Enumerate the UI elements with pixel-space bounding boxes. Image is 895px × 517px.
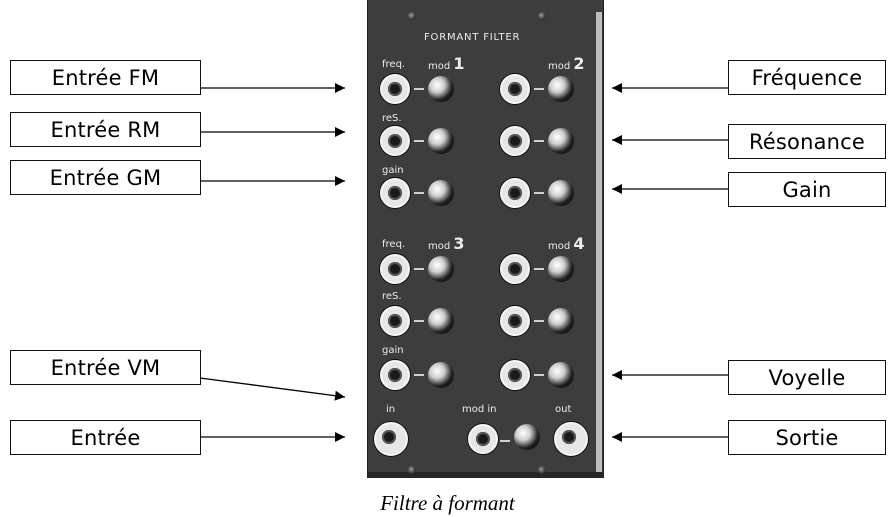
figure-caption: Filtre à formant [380,491,515,515]
label-voyelle: Voyelle [728,360,886,395]
mod-2-number: 2 [573,54,585,73]
label-sortie: Sortie [728,420,886,455]
freq-mod-2-jack[interactable] [500,74,530,104]
knob-tick [500,440,510,442]
module-bottom-edge [367,472,604,478]
mod-in-jack[interactable] [468,424,498,454]
gain-mod-3-knob[interactable] [428,362,454,388]
label-entree: Entrée [10,420,201,455]
freq-mod-4-jack[interactable] [500,254,530,284]
audio-out-jack[interactable] [554,422,588,456]
res-label: reS. [382,291,402,302]
mod-1-label: mod 1 [428,54,465,73]
label-entree-fm: Entrée FM [10,60,201,95]
mod-4-number: 4 [573,234,585,253]
gain-mod-2-jack[interactable] [500,178,530,208]
knob-tick [414,374,424,376]
label-resonance: Résonance [728,124,886,159]
freq-mod-1-jack[interactable] [380,74,410,104]
freq-mod-2-knob[interactable] [548,76,574,102]
audio-in-jack[interactable] [374,422,408,456]
knob-tick [414,320,424,322]
gain-label: gain [382,345,404,356]
mod-in-knob[interactable] [514,424,540,450]
knob-tick [414,192,424,194]
res-mod-3-jack[interactable] [380,306,410,336]
screw-icon [538,12,546,20]
freq-label: freq. [382,239,406,250]
out-label: out [555,404,572,415]
mod-4-label: mod 4 [548,234,585,253]
screw-icon [408,12,416,20]
gain-mod-1-jack[interactable] [380,178,410,208]
label-entree-gm: Entrée GM [10,160,201,195]
res-mod-1-knob[interactable] [428,128,454,154]
label-entree-rm: Entrée RM [10,112,201,147]
res-mod-4-jack[interactable] [500,306,530,336]
res-mod-2-knob[interactable] [548,128,574,154]
screw-icon [408,466,416,474]
gain-mod-1-knob[interactable] [428,180,454,206]
mod-in-label: mod in [462,404,497,415]
knob-tick [534,140,544,142]
gain-label: gain [382,165,404,176]
res-mod-4-knob[interactable] [548,308,574,334]
gain-mod-3-jack[interactable] [380,360,410,390]
gain-mod-4-knob[interactable] [548,362,574,388]
gain-mod-4-jack[interactable] [500,360,530,390]
gain-mod-2-knob[interactable] [548,180,574,206]
knob-tick [534,268,544,270]
knob-tick [534,192,544,194]
mod-3-number: 3 [453,234,465,253]
res-label: reS. [382,113,402,124]
knob-tick [534,88,544,90]
module-title: FORMANT FILTER [424,32,521,43]
screw-icon [538,466,546,474]
knob-tick [414,268,424,270]
label-frequence: Fréquence [728,60,886,95]
res-mod-2-jack[interactable] [500,126,530,156]
freq-mod-3-jack[interactable] [380,254,410,284]
freq-mod-1-knob[interactable] [428,76,454,102]
in-label: in [386,404,396,415]
knob-tick [534,374,544,376]
arrow-entree-vm [199,377,346,401]
mod-3-label: mod 3 [428,234,465,253]
freq-label: freq. [382,59,406,70]
knob-tick [414,140,424,142]
res-mod-3-knob[interactable] [428,308,454,334]
freq-mod-4-knob[interactable] [548,256,574,282]
mod-2-label: mod 2 [548,54,585,73]
knob-tick [534,320,544,322]
res-mod-1-jack[interactable] [380,126,410,156]
knob-tick [414,88,424,90]
label-gain: Gain [728,172,886,207]
module-side-rail [596,12,602,478]
label-entree-vm: Entrée VM [10,350,201,385]
mod-1-number: 1 [453,54,465,73]
freq-mod-3-knob[interactable] [428,256,454,282]
